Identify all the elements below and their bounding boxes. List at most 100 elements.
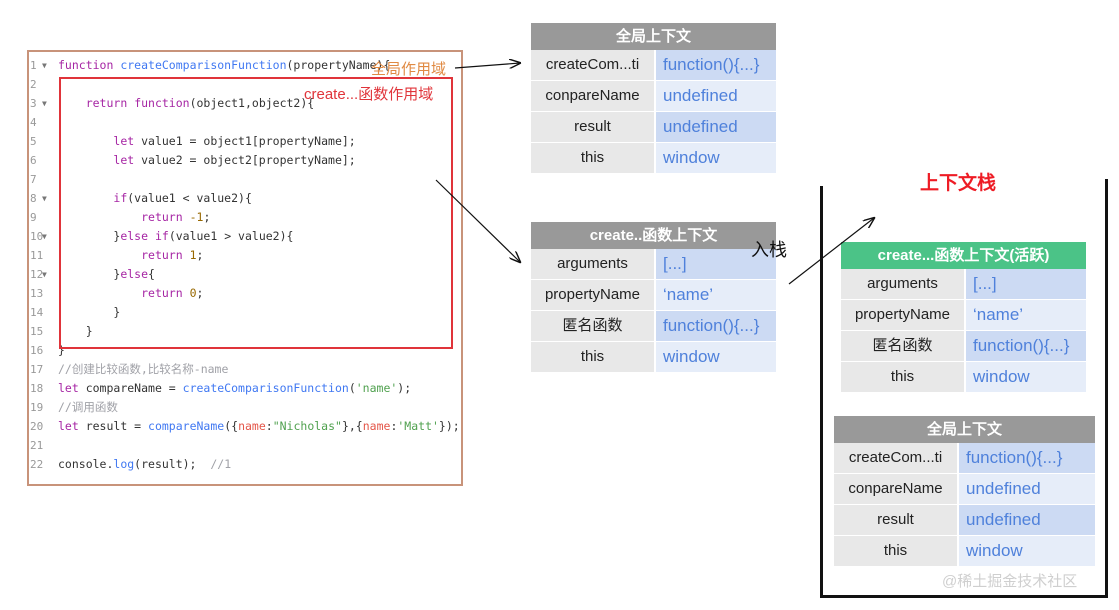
code-text: let result = compareName({name:"Nicholas… bbox=[58, 419, 460, 433]
context-key: conpareName bbox=[834, 474, 957, 505]
context-value: undefined bbox=[959, 505, 1095, 536]
code-text: } bbox=[58, 305, 121, 319]
code-text: function createComparisonFunction(proper… bbox=[58, 58, 391, 72]
code-text: //调用函数 bbox=[58, 400, 118, 414]
line-number: 17 bbox=[30, 363, 44, 376]
context-value: undefined bbox=[656, 81, 776, 112]
code-line: 7 bbox=[29, 170, 459, 189]
code-text: console.log(result); //1 bbox=[58, 457, 232, 471]
arrow-to-function-context bbox=[435, 179, 520, 262]
context-key: result bbox=[834, 505, 957, 536]
context-value: window bbox=[959, 536, 1095, 567]
line-number: 1 bbox=[30, 59, 37, 72]
line-number: 8 bbox=[30, 192, 37, 205]
line-number: 21 bbox=[30, 439, 44, 452]
context-key: propertyName bbox=[531, 280, 654, 311]
push-label: 入栈 bbox=[751, 240, 787, 260]
global-scope-label: 全局作用域 bbox=[371, 61, 447, 78]
line-number: 16 bbox=[30, 344, 44, 357]
context-key: conpareName bbox=[531, 81, 654, 112]
fold-arrow-icon[interactable]: ▼ bbox=[42, 232, 47, 241]
fold-arrow-icon[interactable]: ▼ bbox=[42, 99, 47, 108]
function-context-table: create..函数上下文 arguments[...]propertyName… bbox=[531, 222, 776, 373]
stack-title: 上下文栈 bbox=[920, 173, 997, 194]
stack-active-context-title: create...函数上下文(活跃) bbox=[841, 242, 1086, 269]
code-line: 2 bbox=[29, 75, 459, 94]
code-text: let compareName = createComparisonFuncti… bbox=[58, 381, 412, 395]
line-number: 12 bbox=[30, 268, 44, 281]
line-number: 19 bbox=[30, 401, 44, 414]
line-number: 11 bbox=[30, 249, 44, 262]
fold-arrow-icon[interactable]: ▼ bbox=[42, 194, 47, 203]
context-key: this bbox=[531, 342, 654, 373]
context-value: function(){...} bbox=[656, 50, 776, 81]
code-text: } bbox=[58, 343, 65, 357]
context-row: propertyName‘name’ bbox=[841, 300, 1086, 331]
context-key: this bbox=[841, 362, 964, 393]
code-text: //创建比较函数,比较名称-name bbox=[58, 362, 229, 376]
line-number: 13 bbox=[30, 287, 44, 300]
watermark: @稀土掘金技术社区 bbox=[942, 573, 1078, 590]
code-line: 4 bbox=[29, 113, 459, 132]
code-text: let value2 = object2[propertyName]; bbox=[113, 153, 356, 167]
context-key: createCom...ti bbox=[531, 50, 654, 81]
context-key: createCom...ti bbox=[834, 443, 957, 474]
line-number: 5 bbox=[30, 135, 37, 148]
line-number: 3 bbox=[30, 97, 37, 110]
context-key: this bbox=[531, 143, 654, 174]
line-number: 4 bbox=[30, 116, 37, 129]
arrow-push-to-stack bbox=[788, 218, 874, 285]
stack-global-context-title: 全局上下文 bbox=[834, 416, 1095, 443]
code-line: 5 let value1 = object1[propertyName]; bbox=[29, 132, 459, 151]
context-key: this bbox=[834, 536, 957, 567]
context-row: arguments[...] bbox=[841, 269, 1086, 300]
context-value: function(){...} bbox=[966, 331, 1086, 362]
code-line: 11 return 1; bbox=[29, 246, 459, 265]
code-line: 20 let result = compareName({name:"Nichol… bbox=[29, 417, 460, 436]
global-context-title: 全局上下文 bbox=[531, 23, 776, 50]
context-key: propertyName bbox=[841, 300, 964, 331]
function-scope-box bbox=[59, 77, 453, 349]
code-line: 8 ▼ if(value1 < value2){ bbox=[29, 189, 459, 208]
context-value: function(){...} bbox=[656, 311, 776, 342]
context-value: window bbox=[656, 342, 776, 373]
context-value: undefined bbox=[656, 112, 776, 143]
fold-arrow-icon[interactable]: ▼ bbox=[42, 61, 47, 70]
code-line: 6 let value2 = object2[propertyName]; bbox=[29, 151, 459, 170]
code-line: 10▼ }else if(value1 > value2){ bbox=[29, 227, 459, 246]
function-scope-label: create...函数作用域 bbox=[304, 86, 434, 103]
context-value: window bbox=[656, 143, 776, 174]
code-line: 15 } bbox=[29, 322, 459, 341]
code-line: 13 return 0; bbox=[29, 284, 459, 303]
code-line: 1 ▼ function createComparisonFunction(prop… bbox=[29, 56, 459, 75]
code-line: 19 //调用函数 bbox=[29, 398, 459, 417]
context-key: arguments bbox=[531, 249, 654, 280]
code-line: 17 //创建比较函数,比较名称-name bbox=[29, 360, 459, 379]
code-panel: 1 ▼ function createComparisonFunction(prop… bbox=[27, 50, 463, 486]
line-number: 9 bbox=[30, 211, 37, 224]
code-text: return function(object1,object2){ bbox=[85, 96, 315, 110]
context-value: [...] bbox=[656, 249, 776, 280]
code-text: return 1; bbox=[141, 248, 204, 262]
code-text: if(value1 < value2){ bbox=[113, 191, 252, 205]
stack-active-context-table: create...函数上下文(活跃) arguments[...]propert… bbox=[841, 242, 1086, 393]
fold-arrow-icon[interactable]: ▼ bbox=[42, 270, 47, 279]
context-value: undefined bbox=[959, 474, 1095, 505]
line-number: 20 bbox=[30, 420, 44, 433]
